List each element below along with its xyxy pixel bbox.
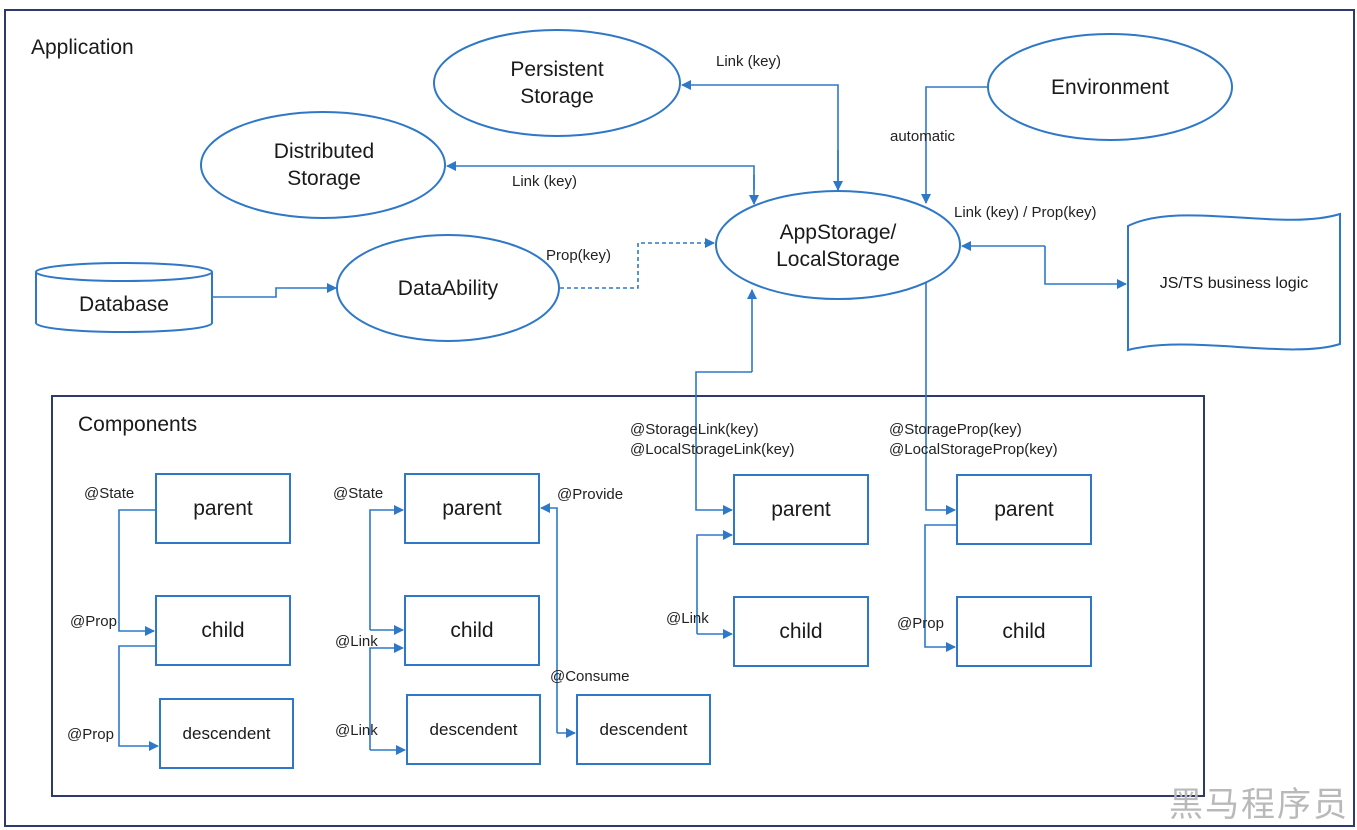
g2-parent-label: parent [442,497,502,520]
distributed-storage-label: Distributed Storage [273,140,375,190]
persistent-storage-node [433,29,681,137]
g2-state-label: @State [333,485,384,502]
g1-state-label: @State [84,485,135,502]
application-title: Application [31,36,134,59]
g3-descendent-label: descendent [599,720,688,739]
dataability-node [336,234,560,342]
g3-provide-arrow [540,503,558,733]
g5-child-box [956,596,1092,667]
g2-descendent-label: descendent [429,720,518,739]
persistent-link-label: Link (key) [716,53,782,70]
g5-child-label: child [1002,620,1046,643]
g1-parent-label: parent [193,497,253,520]
distributed-link-label: Link (key) [512,173,578,190]
g3-provide-label: @Provide [557,486,624,503]
database-to-dataability-arrow [213,283,337,298]
g1-desc-prop-label: @Prop [67,726,114,743]
business-logic-label: JS/TS business logic [1159,274,1309,292]
g1-descendent-label: descendent [182,724,271,743]
g2-desc-link-label: @Link [335,722,378,739]
storage-link-line [695,371,752,515]
storage-link-label: @StorageLink(key) [630,421,759,438]
g2-descendent-box [406,694,541,765]
g1-state-prop-arrow [118,509,156,636]
g4-child-link-label: @Link [666,610,709,627]
g2-child-label: child [450,619,494,642]
database-node [35,262,213,333]
persistent-link-arrow [681,80,839,190]
local-storage-link-label: @LocalStorageLink(key) [630,441,795,458]
g1-child-prop-label: @Prop [70,613,117,630]
g3-descendent-box [576,694,711,765]
g1-child-box [155,595,291,666]
g2-link2-up-arrow [369,643,404,750]
logic-link-prop-label: Link (key) / Prop(key) [954,204,1097,221]
local-storage-prop-label: @LocalStorageProp(key) [889,441,1058,458]
g3-consume-label: @Consume [550,668,630,685]
g1-parent-box [155,473,291,544]
distributed-link-arrow [446,161,755,190]
components-title: Components [78,413,198,436]
watermark: 黑马程序员 [1169,785,1349,825]
storage-prop-label: @StorageProp(key) [889,421,1022,438]
g4-child-box [733,596,869,667]
dataability-label: DataAbility [397,276,499,300]
g2-parent-box [404,473,540,544]
g4-parent-box [733,474,869,545]
g1-prop-prop-arrow [118,645,159,751]
g5-prop-arrow [924,524,957,652]
business-logic-node [1127,212,1341,352]
application-frame [4,9,1355,827]
g2-child-box [404,595,540,666]
g4-parent-label: parent [771,498,831,521]
database-label: Database [79,292,169,316]
dataability-prop-arrow [560,238,715,289]
g5-parent-box [956,474,1092,545]
persistent-storage-label: Persistent Storage [510,58,604,108]
g5-parent-label: parent [994,498,1054,521]
environment-automatic-arrow [921,86,988,204]
appstorage-label: AppStorage/ LocalStorage [776,221,900,271]
g5-child-prop-label: @Prop [897,615,944,632]
g4-link-up-arrow [696,530,733,634]
environment-label: Environment [1051,75,1169,99]
appstorage-node [715,190,961,300]
dataability-prop-label: Prop(key) [546,247,612,264]
g4-child-label: child [779,620,823,643]
environment-automatic-label: automatic [890,128,956,145]
g2-child-link-label: @Link [335,633,378,650]
g1-child-label: child [201,619,245,642]
distributed-storage-node [200,111,446,219]
g1-descendent-box [159,698,294,769]
g2-link-up-arrow [369,505,404,630]
storage-prop-line [925,283,956,515]
components-frame [51,395,1205,797]
appstorage-to-logic-arrow [1044,246,1127,289]
